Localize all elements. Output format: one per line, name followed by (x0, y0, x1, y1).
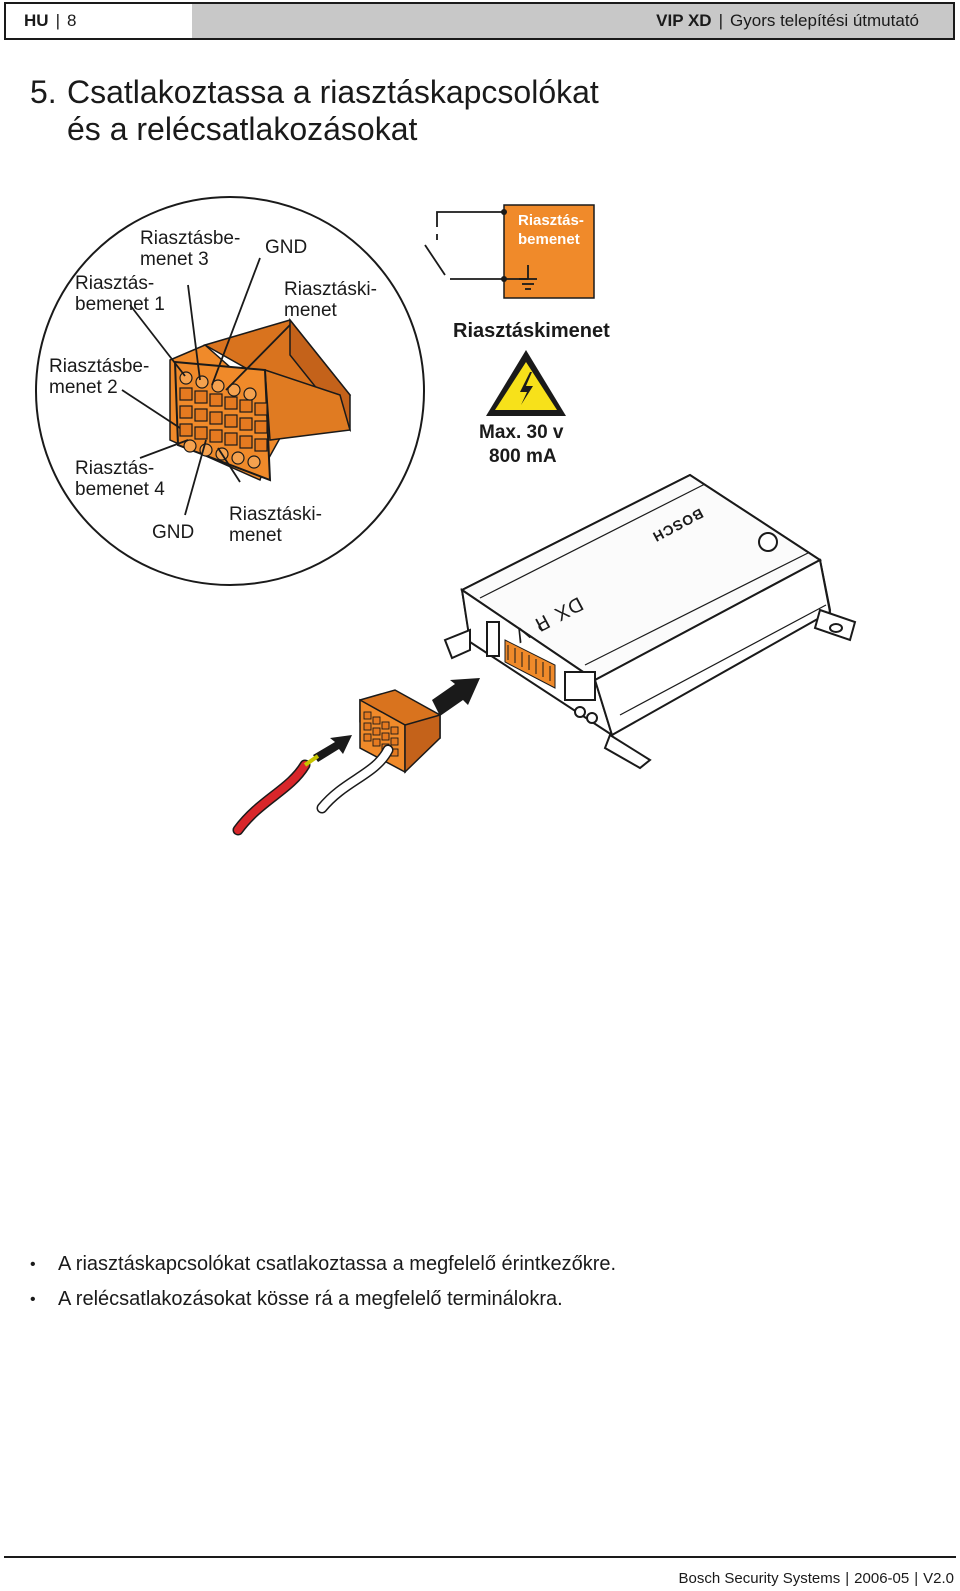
wire-arrow-icon (313, 735, 352, 762)
max-voltage: Max. 30 v (479, 422, 564, 443)
label-gnd-top: GND (265, 237, 307, 258)
detail-circle (35, 196, 425, 586)
label-alarm-in-4-a: Riasztás- (75, 458, 154, 479)
section-title: 5. Csatlakoztassa a riasztáskapcsolókat é… (30, 74, 910, 148)
label-alarm-in-4-b: bemenet 4 (75, 479, 165, 500)
language-code: HU (24, 11, 49, 30)
page-number: 8 (66, 11, 77, 30)
label-alarm-out-bottom-a: Riasztáski- (229, 504, 322, 525)
insert-arrow-icon (432, 678, 480, 716)
section-title-line1: Csatlakoztassa a riasztáskapcsolókat (67, 74, 599, 110)
footer-version: V2.0 (923, 1570, 954, 1587)
label-alarm-in-3-b: menet 3 (140, 249, 209, 270)
page-header: HU | 8 VIP XD | Gyors telepítési útmutat… (4, 2, 955, 40)
device-terminal-pins (504, 639, 556, 689)
label-alarm-in-1-a: Riasztás- (75, 273, 154, 294)
device-brand-label: BOSCH (650, 505, 707, 545)
section-title-line2: és a relécsatlakozásokat (67, 111, 418, 147)
header-right: VIP XD | Gyors telepítési útmutató (656, 11, 919, 30)
white-cable (316, 744, 394, 814)
device-model-label: VIP XD (509, 592, 587, 647)
terminal-block-detail (169, 317, 352, 482)
bosch-logo-icon (758, 532, 778, 552)
terminal-plug (359, 689, 441, 774)
instruction-list: •A riasztáskapcsolókat csatlakoztassa a … (30, 1247, 616, 1317)
footer-company: Bosch Security Systems (678, 1570, 841, 1587)
product-name: VIP XD (656, 11, 712, 30)
box-label-a: Riasztás- (518, 212, 584, 229)
vip-xd-device (443, 473, 857, 770)
footer-date: 2006-05 (854, 1570, 910, 1587)
label-alarm-in-1-b: bemenet 1 (75, 294, 165, 315)
alarm-output-heading: Riasztáskimenet (453, 320, 610, 342)
footer-divider (4, 1556, 956, 1558)
page-footer: Bosch Security Systems|2006-05|V2.0 (678, 1570, 954, 1587)
label-alarm-in-2-a: Riasztásbe- (49, 356, 149, 377)
label-alarm-in-3-a: Riasztásbe- (140, 228, 240, 249)
alarm-input-schematic (424, 211, 505, 280)
section-number: 5. (30, 74, 57, 110)
high-voltage-warning-icon (486, 350, 566, 416)
box-label-b: bemenet (518, 231, 580, 248)
list-item: •A relécsatlakozásokat kösse rá a megfel… (30, 1288, 563, 1310)
label-alarm-out-top-a: Riasztáski- (284, 279, 377, 300)
document-title: Gyors telepítési útmutató (730, 11, 919, 30)
red-cable (232, 759, 311, 836)
label-alarm-in-2-b: menet 2 (49, 377, 118, 398)
header-left: HU | 8 (6, 4, 192, 38)
label-alarm-out-bottom-b: menet (229, 525, 283, 546)
label-alarm-out-top-b: menet (284, 300, 338, 321)
alarm-input-box (503, 204, 595, 299)
max-current: 800 mA (489, 446, 557, 467)
list-item: •A riasztáskapcsolókat csatlakoztassa a … (30, 1253, 617, 1275)
label-gnd-bottom: GND (152, 522, 194, 543)
